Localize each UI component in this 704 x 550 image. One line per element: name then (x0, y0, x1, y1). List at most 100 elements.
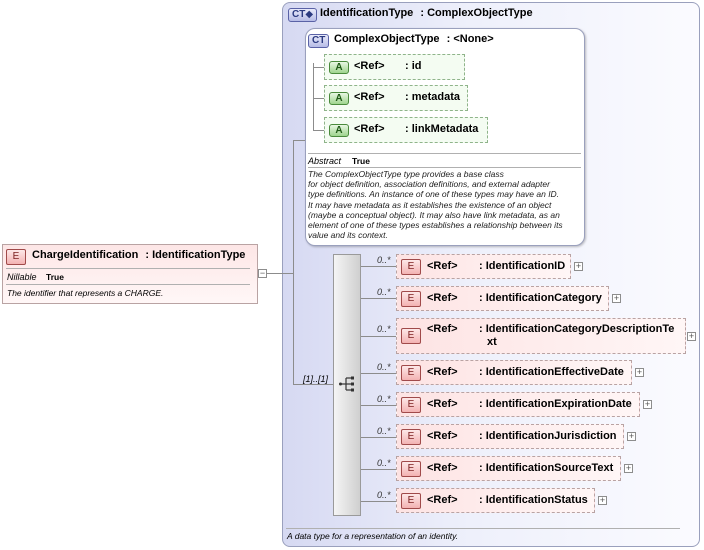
element-identification-expiration-date[interactable]: E <Ref> : IdentificationExpirationDate (396, 392, 640, 417)
element-identification-category[interactable]: E <Ref> : IdentificationCategory (396, 286, 609, 311)
element-icon: E (401, 429, 421, 445)
main-element-documentation: The identifier that represents a CHARGE. (7, 288, 164, 298)
expand-icon[interactable]: + (624, 463, 633, 473)
attribute-name: : metadata (405, 91, 461, 103)
expand-icon[interactable]: + (627, 431, 636, 441)
element-name-wrap: xt (487, 336, 497, 348)
doc-line: (maybe a conceptual object). It may also… (308, 209, 560, 220)
outer-type-base: : ComplexObjectType (420, 7, 533, 19)
divider (308, 167, 581, 168)
element-icon: E (401, 259, 421, 275)
attribute-connector (313, 63, 314, 131)
occurrence-label: 0..* (377, 426, 391, 436)
ref-label: <Ref> (427, 292, 458, 304)
element-name: : IdentificationID (479, 260, 566, 272)
element-identification-effective-date[interactable]: E <Ref> : IdentificationEffectiveDate (396, 360, 632, 385)
element-icon: E (401, 493, 421, 509)
child-connector (361, 298, 397, 299)
ref-label: <Ref> (427, 260, 458, 272)
main-element-title: ChargeIdentification : IdentificationTyp… (32, 249, 245, 261)
child-connector (361, 405, 397, 406)
occurrence-label: 0..* (377, 255, 391, 265)
attribute-id[interactable]: A <Ref> : id (324, 54, 465, 80)
sequence-connector (293, 384, 333, 385)
element-name: : IdentificationSourceText (479, 462, 614, 474)
base-type-base: : <None> (446, 33, 494, 45)
sequence-compositor[interactable] (333, 254, 361, 516)
sequence-occurrence: [1]..[1] (303, 374, 329, 384)
outer-type-documentation: A data type for a representation of an i… (287, 531, 459, 541)
sequence-icon (339, 376, 354, 392)
element-identification-source-text[interactable]: E <Ref> : IdentificationSourceText (396, 456, 621, 481)
expand-icon[interactable]: + (574, 261, 583, 271)
ref-label: <Ref> (427, 323, 458, 335)
expand-icon[interactable]: + (598, 495, 607, 505)
ref-label: <Ref> (427, 366, 458, 378)
ref-label: <Ref> (354, 123, 385, 135)
outer-type-name: IdentificationType (320, 7, 414, 19)
ref-label: <Ref> (427, 398, 458, 410)
ref-label: <Ref> (427, 494, 458, 506)
element-name: : IdentificationCategoryDescriptionTe (479, 323, 675, 335)
element-name: : IdentificationCategory (479, 292, 602, 304)
child-connector (361, 373, 397, 374)
occurrence-label: 0..* (377, 458, 391, 468)
expand-icon[interactable]: + (643, 399, 652, 409)
outer-type-title: IdentificationType : ComplexObjectType (320, 7, 533, 19)
divider (6, 268, 250, 269)
ref-label: <Ref> (354, 91, 385, 103)
ref-label: <Ref> (427, 430, 458, 442)
occurrence-label: 0..* (377, 490, 391, 500)
element-identification-id[interactable]: E <Ref> : IdentificationID (396, 254, 571, 279)
element-icon: E (6, 249, 26, 265)
expand-icon[interactable]: + (687, 331, 696, 341)
doc-line: for object definition, association defin… (308, 179, 550, 190)
occurrence-label: 0..* (377, 324, 391, 334)
child-connector (361, 266, 397, 267)
attribute-connector (313, 130, 325, 131)
attribute-name: : linkMetadata (405, 123, 479, 135)
doc-line: It may have metadata as it establishes t… (308, 199, 552, 210)
child-connector (361, 469, 397, 470)
attribute-icon: A (329, 92, 349, 105)
main-element-type: : IdentificationType (145, 249, 246, 261)
element-identification-jurisdiction[interactable]: E <Ref> : IdentificationJurisdiction (396, 424, 624, 449)
element-identification-category-description-text[interactable]: E <Ref> : IdentificationCategoryDescript… (396, 318, 686, 354)
nillable-label: Nillable (7, 272, 37, 282)
doc-line: element of one of these types establishe… (308, 220, 563, 231)
doc-line: type definitions. An instance of one of … (308, 189, 560, 200)
child-connector (361, 336, 397, 337)
element-connector (267, 273, 293, 274)
element-charge-identification[interactable] (2, 244, 258, 304)
child-connector (361, 437, 397, 438)
abstract-value: True (352, 156, 370, 166)
element-name: : IdentificationExpirationDate (479, 398, 632, 410)
ref-label: <Ref> (427, 462, 458, 474)
attribute-icon: A (329, 61, 349, 74)
occurrence-label: 0..* (377, 394, 391, 404)
element-name: : IdentificationEffectiveDate (479, 366, 624, 378)
expand-icon[interactable]: + (635, 367, 644, 377)
divider (308, 153, 581, 154)
doc-line: value and its context. (308, 230, 388, 241)
abstract-label: Abstract (308, 156, 342, 166)
complex-type-icon: CT (308, 34, 330, 48)
element-identification-status[interactable]: E <Ref> : IdentificationStatus (396, 488, 595, 513)
complex-type-icon: CT◆ (288, 8, 318, 22)
attribute-connector (313, 67, 325, 68)
element-name: : IdentificationJurisdiction (479, 430, 617, 442)
attribute-connector (313, 98, 325, 99)
occurrence-label: 0..* (377, 362, 391, 372)
attribute-metadata[interactable]: A <Ref> : metadata (324, 85, 468, 111)
main-element-name: ChargeIdentification (32, 249, 139, 261)
base-type-title: ComplexObjectType : <None> (334, 33, 494, 45)
element-icon: E (401, 461, 421, 477)
element-icon: E (401, 365, 421, 381)
expand-icon[interactable]: + (612, 293, 621, 303)
collapse-icon[interactable]: − (258, 268, 267, 278)
attribute-name: : id (405, 60, 422, 72)
divider (6, 284, 250, 285)
attribute-link-metadata[interactable]: A <Ref> : linkMetadata (324, 117, 488, 143)
divider (286, 528, 680, 529)
ref-label: <Ref> (354, 60, 385, 72)
